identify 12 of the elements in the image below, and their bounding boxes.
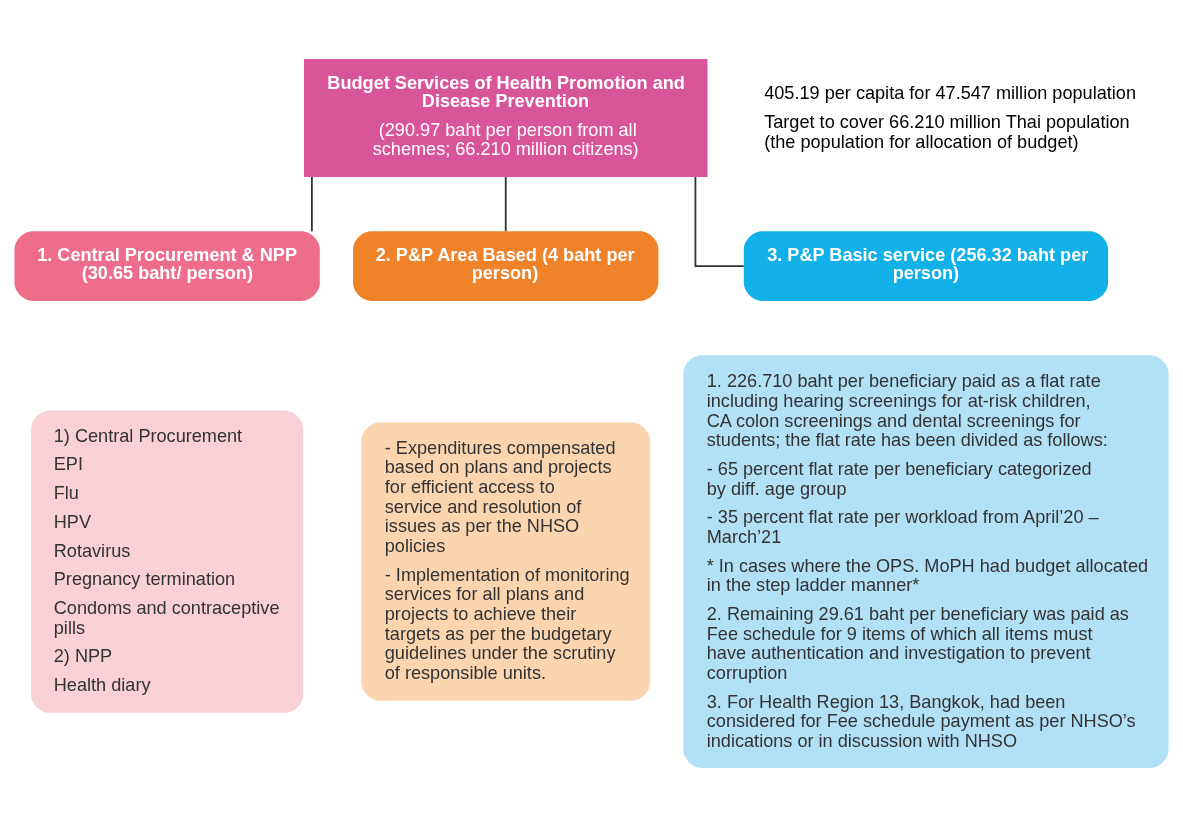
node-box: 1) Central Procurement EPI Flu HPV Rotavirus Pregnancy termination Condoms and contraceptive pills 2) NPP Health diary	[31, 410, 304, 713]
node-box: 1. Central Procurement & NPP (30.65 baht/ person)	[14, 230, 320, 301]
node-box: 2. P&P Area Based (4 baht per person)	[353, 230, 659, 301]
node-box: 1. 226.710 baht per beneficiary paid as a flat rate including hearing screenings for at-risk children, CA colon screenings and dental screenings for students; the flat rate has been divided as follows: - 65 percent flat rate per beneficiary categorized by diff. age group - 35 percent flat rate per workload from April’20 – March’21 * In cases where the OPS. MoPH had budget allocated in the step ladder manner* 2. Remaining 29.61 baht per beneficiary was paid as Fee schedule for 9 items of which all items must have authentication and investigation to prevent corruption 3. For Health Region 13, Bangkok, had been considered for Fee schedule payment as per NHSO’s indications or in discussion with NHSO	[683, 354, 1169, 768]
node-label: 405.19 per capita for 47.547 million population	[764, 82, 1137, 103]
node-box: Budget Services of Health Promotion and Disease Prevention (290.97 baht per person from all schemes; 66.210 million citizens)	[303, 58, 708, 177]
node-box: 3. P&P Basic service (256.32 baht per person)	[743, 230, 1109, 301]
connector	[694, 175, 745, 267]
connector	[504, 175, 507, 232]
connector	[310, 175, 313, 232]
node-box: - Expenditures compensated based on plans and projects for efficient access to service and resolution of issues as per the NHSO policies - Implementation of monitoring services for all plans and projects to achieve their targets as per the budgetary guidelines under the scrutiny of responsible units.	[361, 422, 651, 701]
node-label: Target to cover 66.210 million Thai population (the population for allocation of budget)	[764, 111, 1130, 152]
